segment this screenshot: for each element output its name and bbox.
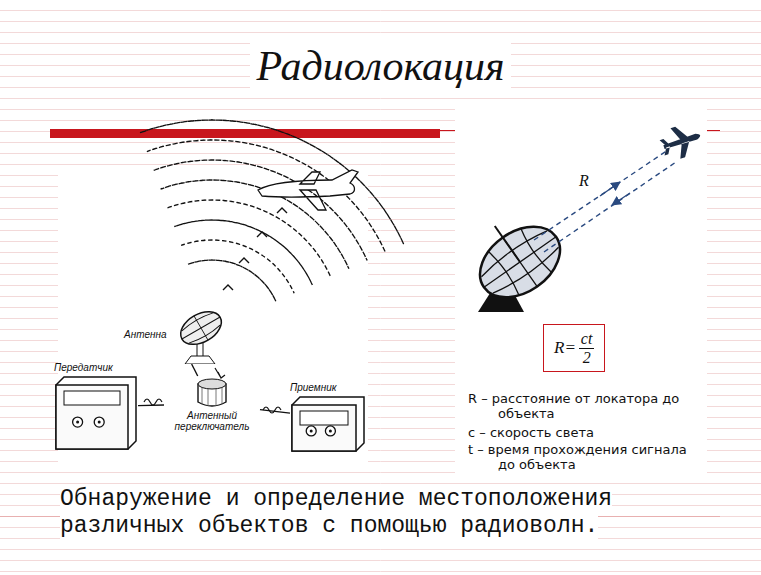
slide-caption: Обнаружение и определение местоположения… xyxy=(60,486,710,540)
picture-panel xyxy=(455,106,707,476)
node-label: Приемник xyxy=(290,382,366,393)
title-text: Радиолокация xyxy=(250,43,510,89)
wave-symbols xyxy=(144,368,281,413)
node-label: R= xyxy=(554,338,576,358)
switch-drum xyxy=(192,376,232,410)
fraction: ct2 xyxy=(579,330,595,366)
signal-wire xyxy=(260,410,290,413)
cabinet-drawing xyxy=(290,395,366,453)
airplane xyxy=(258,170,358,210)
transmitter-unit: Передатчик xyxy=(54,362,138,451)
signal-wire xyxy=(192,364,198,376)
caption-text: Обнаружение и определение местоположения… xyxy=(60,486,612,539)
node-label: Передатчик xyxy=(54,362,138,373)
node-label: 2 xyxy=(583,349,591,367)
legend-note: R – расстояние от локатора до объекта xyxy=(468,392,700,422)
receiver-unit: Приемник xyxy=(290,382,366,453)
antenna: Антенна xyxy=(124,304,229,364)
radar-dish xyxy=(459,201,574,312)
node-label: Антенный переключатель xyxy=(164,410,260,432)
legend-note: t – время прохождения сигнала до объекта xyxy=(468,443,700,473)
signal-wire xyxy=(138,404,164,406)
antenna-dish xyxy=(173,304,229,364)
radio-waves xyxy=(140,120,404,301)
node-label: ct xyxy=(579,330,595,349)
antenna-switch: Антенный переключатель xyxy=(164,376,260,432)
formula-box: R=ct2 xyxy=(543,324,605,372)
signal-path xyxy=(534,150,676,252)
slide-title: Радиолокация xyxy=(0,42,761,90)
red-bar xyxy=(50,129,440,138)
cabinet-drawing xyxy=(54,375,138,451)
legend-note: c – скорость света xyxy=(468,426,700,441)
node-label: Антенна xyxy=(124,329,167,340)
airplane xyxy=(657,120,705,163)
distance-label: R xyxy=(579,172,599,190)
